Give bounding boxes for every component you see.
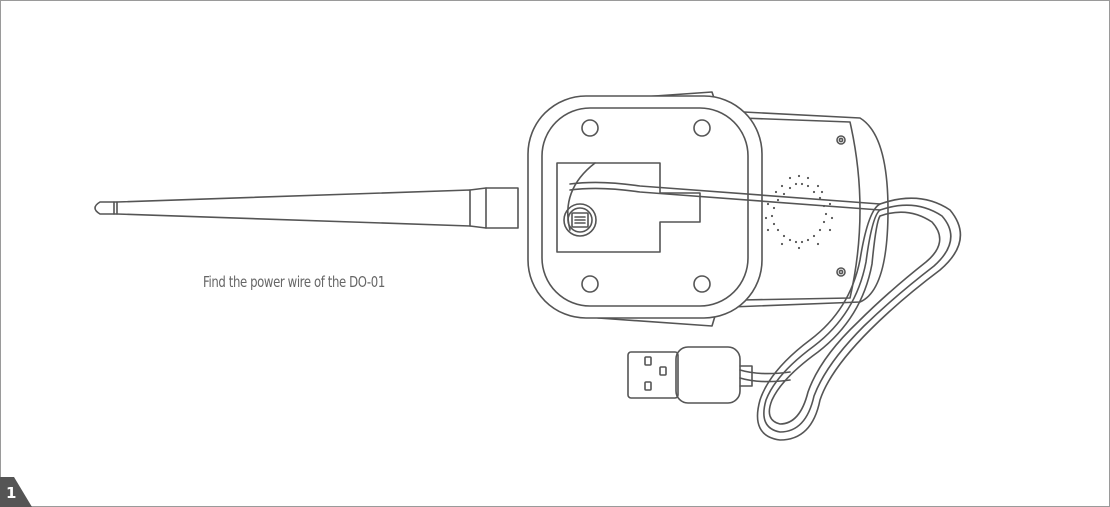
usb-plug-icon [627,346,753,404]
step-number: 1 [6,484,17,502]
camera-device-icon [527,91,889,327]
speaker-grille-icon [764,174,834,250]
instruction-caption: Find the power wire of the DO-01 [203,273,385,291]
power-cable-icon [569,181,962,441]
network-port-icon [563,203,597,237]
step-indicator-tab [0,477,32,507]
antenna-icon [94,187,519,229]
